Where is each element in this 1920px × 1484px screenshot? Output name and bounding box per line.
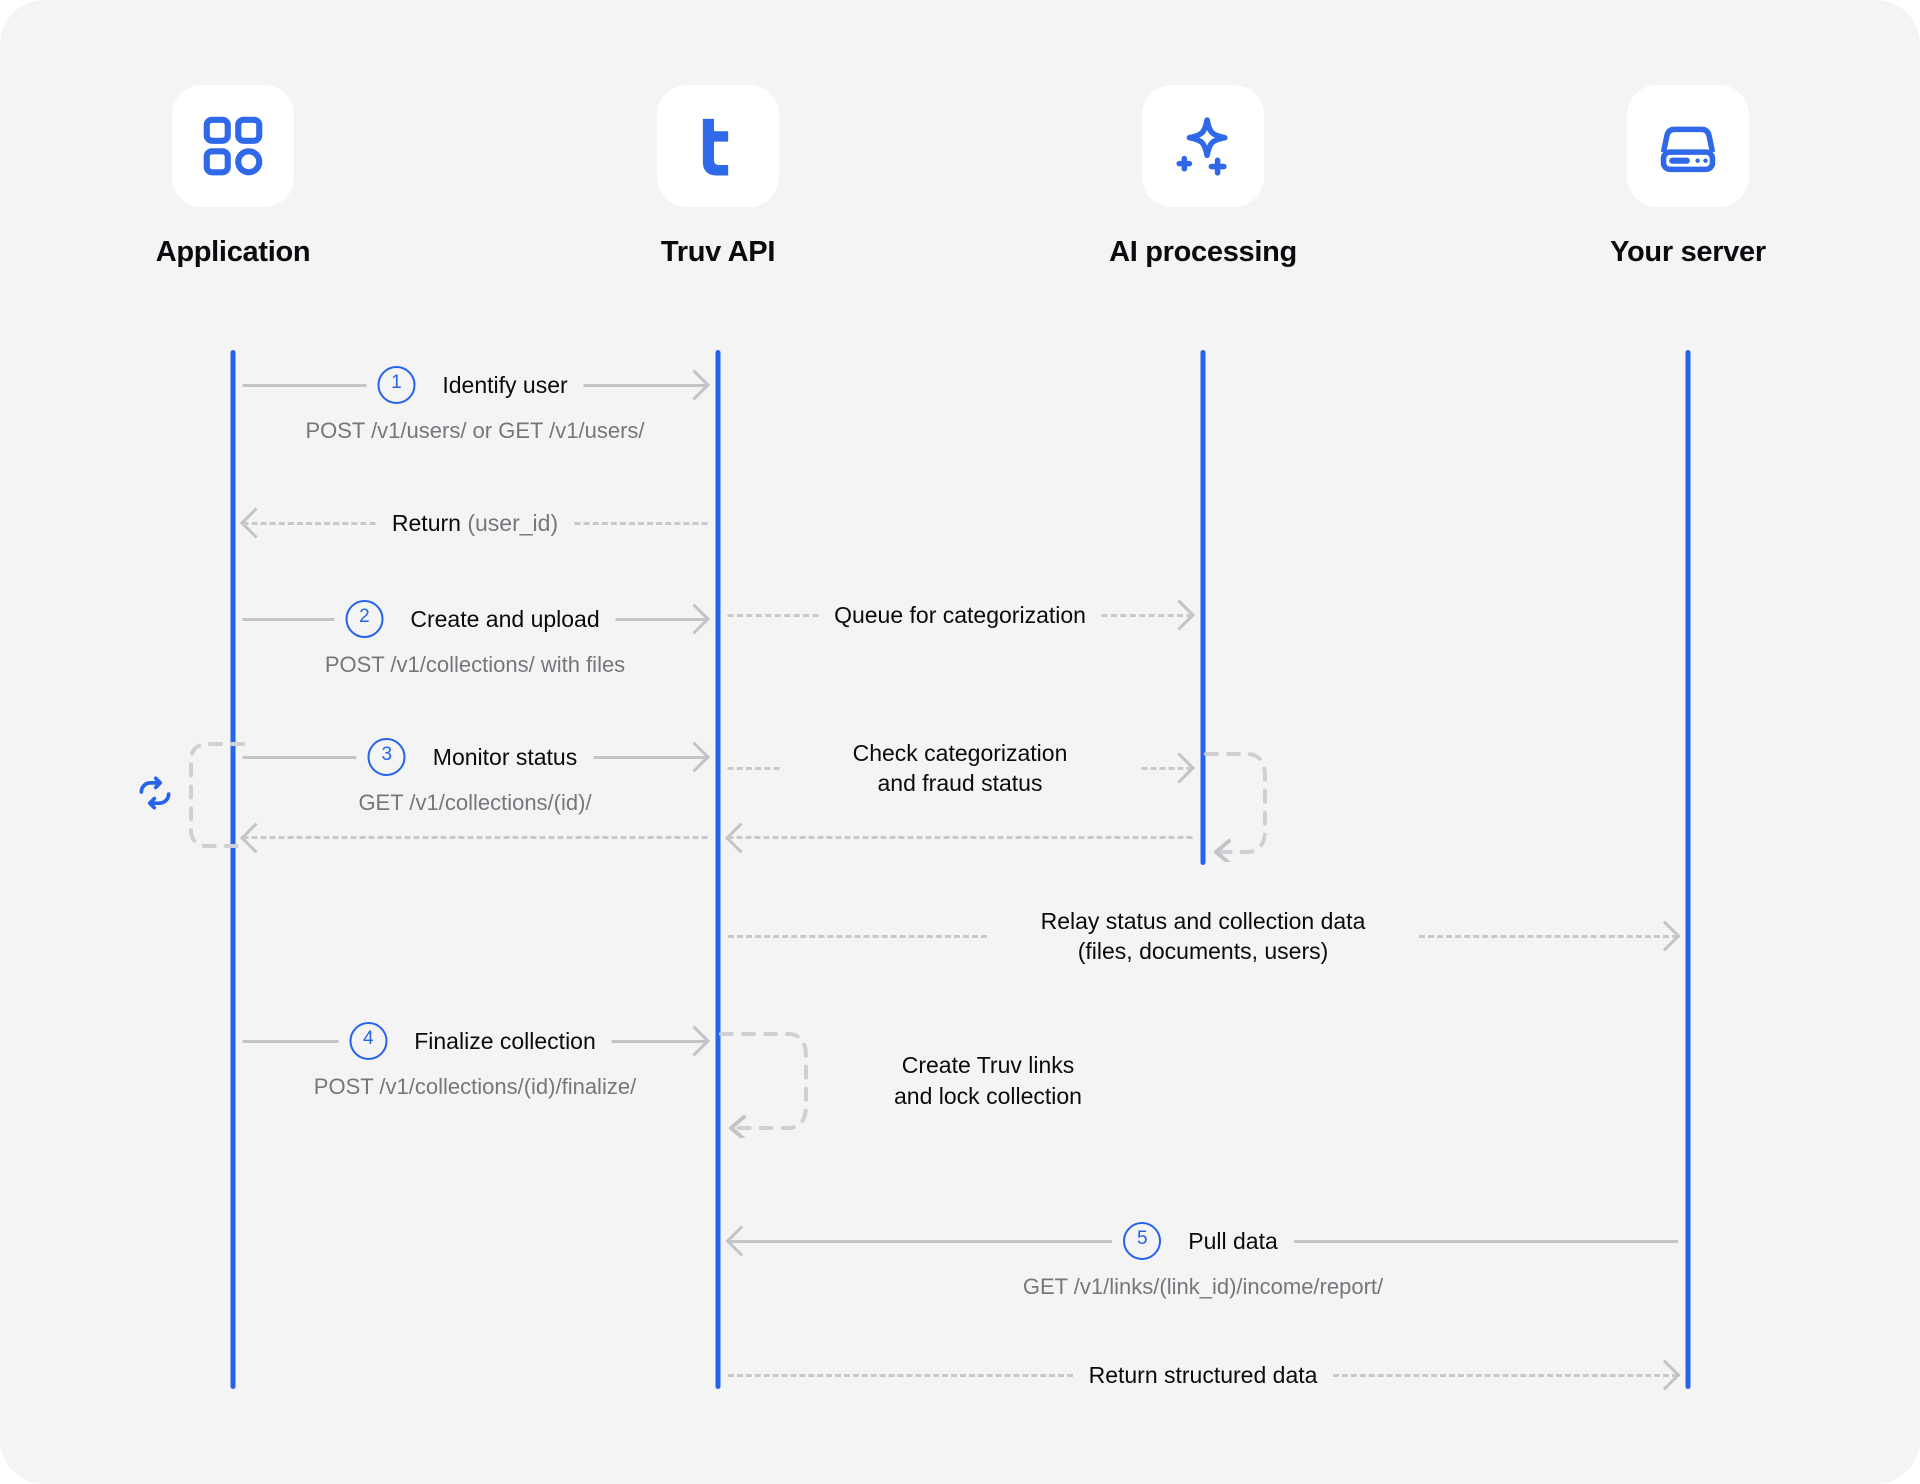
actor-label: Your server: [1610, 236, 1766, 268]
message-arrow: [242, 836, 708, 839]
line-segment-left: [727, 613, 819, 617]
actor-label: AI processing: [1109, 236, 1297, 268]
line-segment: [242, 836, 708, 839]
repeat-loop-bracket: [185, 740, 245, 855]
line-segment-right: [593, 755, 708, 759]
truv-selfloop-arrow: [718, 1028, 828, 1138]
line-segment-left: [242, 521, 376, 525]
line-segment: [727, 836, 1193, 839]
line-segment-left: [242, 1039, 339, 1043]
return-label: Return: [391, 510, 461, 536]
message-title: Create and upload: [394, 603, 616, 635]
message-arrow: Return (user_id): [242, 508, 708, 539]
line-segment-left: [728, 1373, 1073, 1377]
message-title: Identify user: [426, 369, 584, 401]
message-title-line1: Check categorization: [852, 740, 1068, 766]
message-subtitle: GET /v1/collections/(id)/: [358, 790, 592, 815]
server-drive-icon: [1627, 85, 1749, 207]
message-pull-data: 5 Pull data GET /v1/links/(link_id)/inco…: [728, 1222, 1679, 1300]
message-arrow: 4 Finalize collection: [242, 1022, 708, 1060]
lifeline-application: [230, 350, 236, 1389]
line-segment-left: [242, 383, 367, 387]
line-segment-right: [1293, 1239, 1679, 1243]
message-arrow: [727, 836, 1193, 839]
message-title: Monitor status: [416, 741, 594, 773]
message-title: Relay status and collection data (files,…: [987, 906, 1419, 967]
line-segment-left: [242, 755, 357, 759]
message-identify-user: 1 Identify user POST /v1/users/ or GET /…: [242, 366, 708, 444]
actor-ai-processing: AI processing: [1083, 85, 1323, 269]
actor-label: Application: [155, 236, 311, 268]
message-arrow: Relay status and collection data (files,…: [728, 906, 1678, 967]
actor-application: Application: [113, 85, 353, 269]
message-finalize-collection: 4 Finalize collection POST /v1/collectio…: [242, 1022, 708, 1100]
line-segment-left: [728, 934, 987, 938]
message-monitor-status-return-truv: [727, 836, 1193, 839]
message-title-line2: and fraud status: [877, 770, 1043, 797]
step-badge: 3: [367, 738, 406, 776]
line-segment-right: [1333, 1373, 1678, 1377]
actor-truv-api: Truv API: [598, 85, 838, 269]
message-return-user-id: Return (user_id): [242, 508, 708, 539]
message-monitor-status: 3 Monitor status GET /v1/collections/(id…: [242, 738, 708, 816]
line-segment-right: [583, 383, 708, 387]
lifeline-ai: [1200, 350, 1206, 865]
loop-label-line2: and lock collection: [894, 1082, 1082, 1109]
line-segment-right: [1101, 613, 1193, 617]
message-subtitle: POST /v1/collections/(id)/finalize/: [313, 1074, 637, 1099]
step-badge: 4: [349, 1022, 388, 1060]
message-title: Pull data: [1172, 1225, 1294, 1257]
return-value: (user_id): [467, 510, 559, 536]
step-badge: 2: [345, 600, 384, 638]
line-segment-right: [611, 1039, 708, 1043]
message-title: Return structured data: [1072, 1360, 1334, 1391]
lifeline-server: [1685, 350, 1691, 1389]
grid-apps-icon: [172, 85, 294, 207]
line-segment-right: [574, 521, 708, 525]
truv-selfloop-label: Create Truv links and lock collection: [838, 1050, 1138, 1111]
step-badge: 1: [377, 366, 416, 404]
actor-your-server: Your server: [1568, 85, 1808, 269]
actor-label: Truv API: [660, 236, 776, 268]
message-subtitle: GET /v1/links/(link_id)/income/report/: [1022, 1274, 1384, 1299]
message-return-structured-data: Return structured data: [728, 1360, 1678, 1391]
sparkle-ai-icon: [1142, 85, 1264, 207]
message-queue-for-categorization: Queue for categorization: [727, 600, 1193, 631]
message-title-line1: Relay status and collection data: [1040, 908, 1366, 934]
ai-selfloop-arrow: [1203, 748, 1277, 862]
line-segment-right: [615, 617, 708, 621]
message-check-categorization: Check categorization and fraud status: [727, 738, 1193, 799]
message-title: Finalize collection: [398, 1025, 612, 1057]
message-arrow: Check categorization and fraud status: [727, 738, 1193, 799]
message-create-and-upload: 2 Create and upload POST /v1/collections…: [242, 600, 708, 678]
message-subtitle: POST /v1/collections/ with files: [324, 652, 626, 677]
message-monitor-status-return-app: [242, 836, 708, 839]
message-arrow: 5 Pull data: [728, 1222, 1679, 1260]
message-arrow: Queue for categorization: [727, 600, 1193, 631]
message-title: Queue for categorization: [818, 600, 1102, 631]
line-segment-left: [242, 617, 335, 621]
line-segment-right: [1419, 934, 1678, 938]
message-arrow: 1 Identify user: [242, 366, 708, 404]
message-title: Return (user_id): [375, 508, 575, 539]
message-arrow: 3 Monitor status: [242, 738, 708, 776]
message-title-line2: (files, documents, users): [1077, 938, 1329, 965]
message-arrow: Return structured data: [728, 1360, 1678, 1391]
line-segment-left: [728, 1239, 1113, 1243]
line-segment-left: [727, 766, 779, 770]
refresh-loop-icon: [134, 772, 176, 819]
message-subtitle: POST /v1/users/ or GET /v1/users/: [305, 418, 645, 443]
step-badge: 5: [1123, 1222, 1162, 1260]
loop-label-line1: Create Truv links: [901, 1052, 1075, 1078]
lifeline-truv-api: [715, 350, 721, 1389]
message-arrow: 2 Create and upload: [242, 600, 708, 638]
message-relay-status: Relay status and collection data (files,…: [728, 906, 1678, 967]
message-title: Check categorization and fraud status: [779, 738, 1141, 799]
truv-logo-icon: [657, 85, 779, 207]
